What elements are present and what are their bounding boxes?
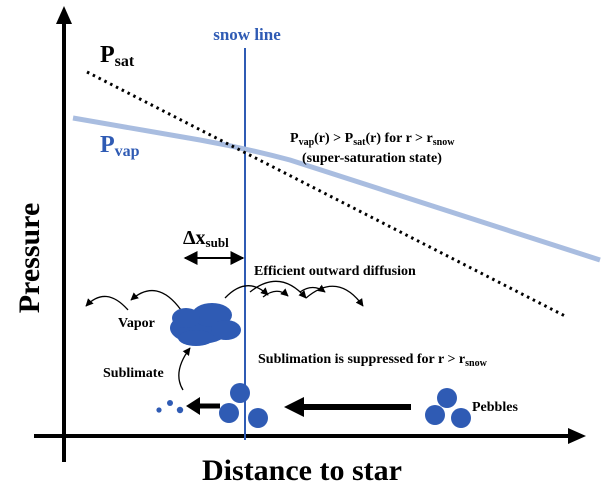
snow-line-label: snow line	[213, 25, 281, 44]
supersaturation-condition: Pvap(r) > Psat(r) for r > rsnow	[290, 131, 455, 148]
diffusion-arrows	[85, 280, 364, 311]
pebbles-label: Pebbles	[472, 400, 518, 415]
vapor-label: Vapor	[118, 316, 155, 331]
diffusion-arc	[262, 288, 289, 298]
diffusion-arc	[305, 285, 364, 307]
p-sat-curve	[86, 70, 566, 318]
vapor-cloud	[170, 303, 241, 346]
sublimation-flow-arrowhead	[186, 397, 200, 415]
pebbles-right	[425, 388, 471, 428]
diffusion-arc	[249, 280, 307, 299]
diffusion-label: Efficient outward diffusion	[254, 264, 416, 279]
pebble-drift-arrowhead	[284, 397, 304, 417]
y-axis-arrowhead	[56, 6, 72, 24]
p-sat-label: Psat	[100, 42, 135, 70]
small-particles	[156, 400, 184, 414]
y-axis-label: Pressure	[13, 203, 46, 314]
diffusion-arc	[299, 284, 326, 293]
sublimate-label: Sublimate	[103, 366, 164, 381]
diffusion-arc	[85, 295, 129, 311]
p-vap-curve	[72, 115, 601, 263]
supersaturation-state: (super-saturation state)	[302, 151, 442, 166]
diffusion-arc	[130, 289, 182, 311]
delta-x-subl-label: Δxsubl	[183, 227, 229, 250]
x-axis-label: Distance to star	[202, 454, 402, 487]
x-axis-arrowhead	[568, 428, 586, 444]
sublimate-arrow	[178, 347, 191, 391]
sublimation-suppressed-label: Sublimation is suppressed for r > rsnow	[258, 352, 488, 369]
diffusion-arc	[224, 285, 269, 299]
pebbles-at-snow-line	[219, 383, 268, 428]
p-vap-label: Pvap	[100, 132, 140, 160]
